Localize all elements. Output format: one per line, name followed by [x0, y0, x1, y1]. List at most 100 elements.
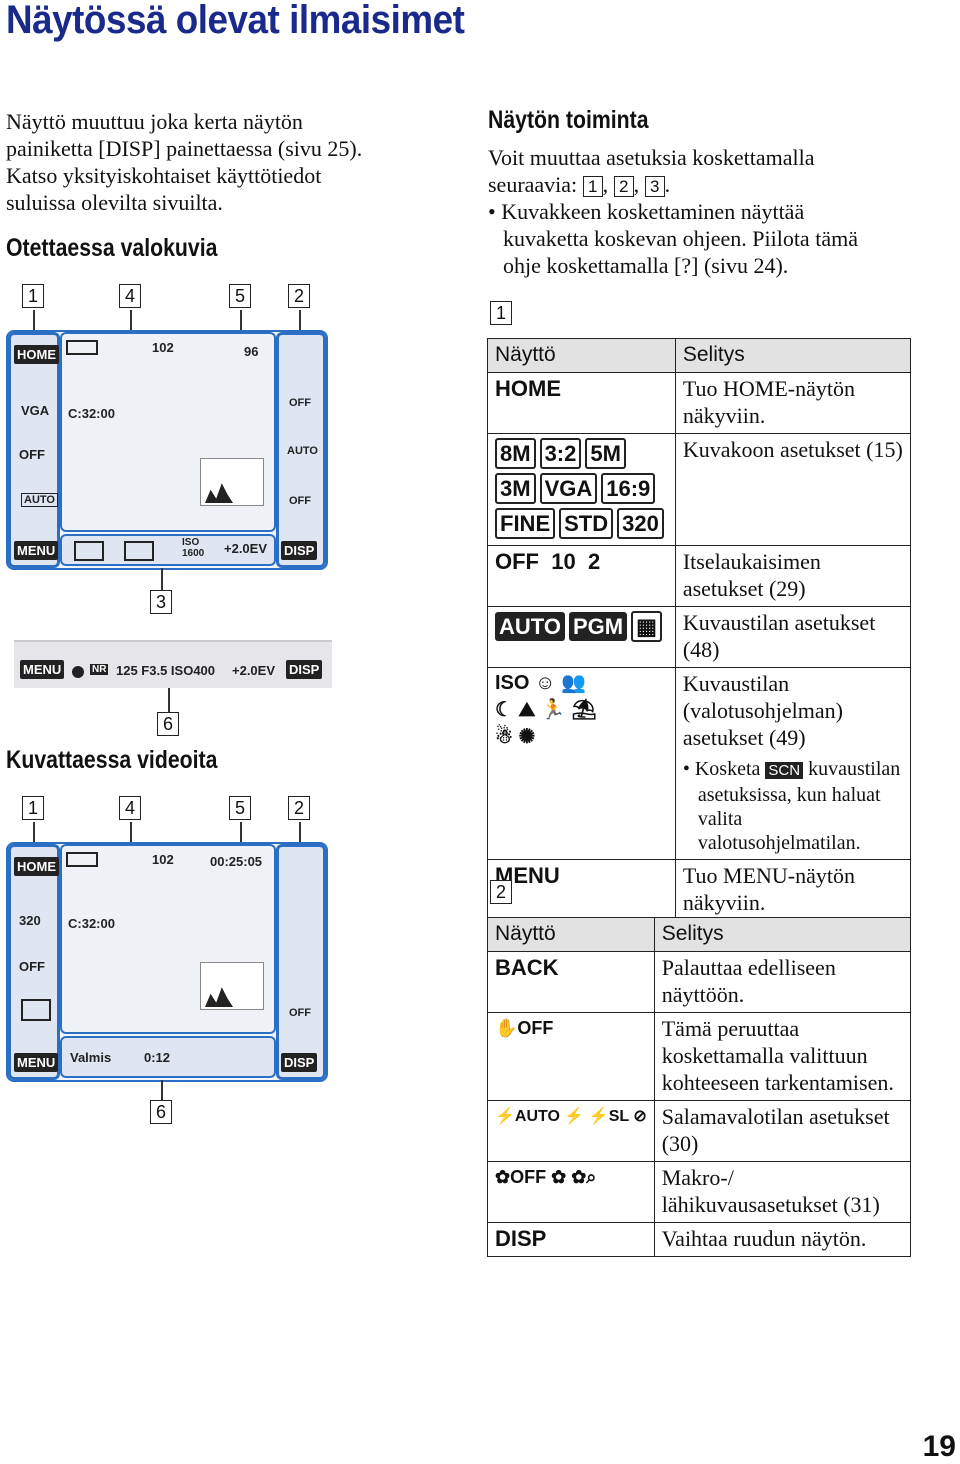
video-right-panel: OFF DISP [276, 844, 326, 1080]
image-count: 96 [244, 344, 259, 359]
leader-line [168, 688, 170, 712]
page-title: Näytössä olevat ilmaisimet [6, 0, 465, 42]
desc-cell: Kuvaustilan asetukset (48) [674, 606, 912, 668]
spot-meter-icon[interactable] [124, 541, 154, 561]
label-3: 3 [150, 590, 172, 614]
label-3: 3 [644, 176, 665, 197]
focus-cancel-icon[interactable]: OFF [289, 397, 311, 409]
recording-time: C:32:00 [68, 406, 115, 421]
label-6: 6 [157, 712, 179, 736]
leader-line [130, 310, 132, 332]
movie-std-icon: STD [559, 508, 614, 539]
desc-cell: Makro-/ lähikuvausasetukset (31) [653, 1161, 912, 1223]
icon-cell: ✿OFF ✿ ✿⌕ [487, 1161, 655, 1223]
rec-mode-icon[interactable]: AUTO [21, 493, 58, 507]
folder-icon: 102 [152, 852, 174, 867]
auto-mode-icon: AUTO [495, 612, 565, 641]
ev-value: +2.0EV [232, 663, 276, 678]
video-heading: Kuvattaessa videoita [6, 746, 218, 774]
display-cell: MENU [487, 859, 676, 921]
photo-screen: HOME VGA OFF AUTO MENU OFF AUTO OFF DISP… [6, 330, 328, 570]
leader-line [299, 822, 301, 844]
icon-cell: OFF 10 2 [487, 545, 676, 607]
intro-line: suluissa olevilta sivuilta. [6, 190, 223, 215]
header-cell: Näyttö [487, 917, 655, 952]
desc-cell: Tuo MENU-näytön näkyviin. [674, 859, 912, 921]
home-button[interactable]: HOME [14, 857, 59, 876]
menu-button[interactable]: MENU [14, 1053, 59, 1072]
leader-line [33, 310, 35, 332]
scn-icon: SCN [765, 762, 804, 779]
size-16-9-icon: 16:9 [601, 473, 656, 504]
label-5: 5 [229, 284, 251, 308]
right-intro: Voit muuttaa asetuksia koskettamalla seu… [488, 144, 928, 279]
movie-fine-icon: FINE [495, 508, 556, 539]
disp-button[interactable]: DISP [281, 1053, 318, 1072]
right-bullet: • Kuvakkeen koskettaminen näyttää [488, 199, 805, 224]
image-size-icon[interactable]: VGA [21, 403, 50, 418]
status-text: Valmis [70, 1050, 112, 1065]
exposure-value[interactable]: +2.0EV [224, 541, 268, 556]
metering-icon[interactable] [74, 541, 104, 561]
table-row: ✿OFF ✿ ✿⌕ Makro-/ lähikuvausasetukset (3… [487, 1161, 912, 1223]
desc-cell: Itselaukaisimen asetukset (29) [674, 545, 912, 607]
home-button[interactable]: HOME [14, 345, 59, 364]
macro-icon[interactable]: OFF [289, 495, 311, 507]
size-vga-icon: VGA [539, 473, 598, 504]
intro-text: Näyttö muuttuu joka kerta näytön painike… [6, 108, 362, 216]
icon-cell: ⚡AUTO ⚡ ⚡SL ⊘ [487, 1100, 655, 1162]
header-cell: Näyttö [487, 338, 676, 373]
macro-icon[interactable]: OFF [289, 1007, 311, 1019]
self-timer-icon[interactable]: OFF [19, 447, 45, 462]
disp-button[interactable]: DISP [286, 660, 323, 679]
movie-size-icon[interactable]: 320 [19, 913, 41, 928]
self-timer-2-icon: 2 [587, 549, 601, 574]
battery-icon [66, 852, 98, 867]
table-row: BACK Palauttaa edelliseen näyttöön. [487, 951, 912, 1013]
label-4: 4 [119, 284, 141, 308]
macro-off-icon: ✿OFF [495, 1167, 547, 1187]
movie-mode-icon[interactable] [21, 999, 51, 1021]
label-4: 4 [119, 796, 141, 820]
label-5: 5 [229, 796, 251, 820]
leader-line [240, 310, 242, 332]
self-timer-icon[interactable]: OFF [19, 959, 45, 974]
table-row: ✋OFF Tämä peruuttaa koskettamalla valitt… [487, 1012, 912, 1101]
flash-on-icon: ⚡ [564, 1108, 585, 1125]
label-1: 1 [490, 301, 512, 325]
table-row: DISP Vaihtaa ruudun näytön. [487, 1222, 912, 1257]
macro-on-icon: ✿ [551, 1167, 567, 1187]
movie-mode-icon: ▦ [631, 611, 662, 642]
flash-off-icon: ⊘ [633, 1108, 647, 1125]
video-bottom-bar: Valmis 0:12 [60, 1036, 276, 1078]
close-focus-icon: ✿⌕ [571, 1167, 597, 1187]
leader-line [299, 310, 301, 332]
table-row: HOME Tuo HOME-näytön näkyviin. [487, 372, 912, 434]
photo-viewfinder: 102 96 C:32:00 [60, 332, 276, 532]
size-5m-icon: 5M [585, 438, 626, 469]
snow-icon: ☃ [495, 726, 513, 748]
photo-right-panel: OFF AUTO OFF DISP [276, 332, 326, 568]
table-2: Näyttö Selitys BACK Palauttaa edelliseen… [487, 917, 912, 1257]
program-mode-icon: PGM [568, 612, 628, 641]
elapsed-time: 0:12 [144, 1050, 171, 1065]
disp-button[interactable]: DISP [281, 541, 318, 560]
nr-icon: NR [90, 664, 109, 675]
flash-icon[interactable]: AUTO [287, 445, 318, 457]
menu-button[interactable]: MENU [20, 660, 65, 679]
flash-auto-icon: ⚡AUTO [495, 1108, 560, 1125]
right-heading: Näytön toiminta [488, 106, 649, 134]
menu-button[interactable]: MENU [14, 541, 59, 560]
size-3-2-icon: 3:2 [539, 438, 582, 469]
label-1: 1 [582, 176, 603, 197]
high-sensitivity-icon: ISO [495, 672, 530, 694]
leader-line [161, 1080, 163, 1100]
desc-cell: Kuvakoon asetukset (15) [674, 433, 912, 546]
label-2: 2 [288, 284, 310, 308]
photo-heading: Otettaessa valokuvia [6, 234, 218, 262]
size-8m-icon: 8M [495, 438, 536, 469]
table-row: ⚡AUTO ⚡ ⚡SL ⊘ Salamavalotilan asetukset … [487, 1100, 912, 1162]
